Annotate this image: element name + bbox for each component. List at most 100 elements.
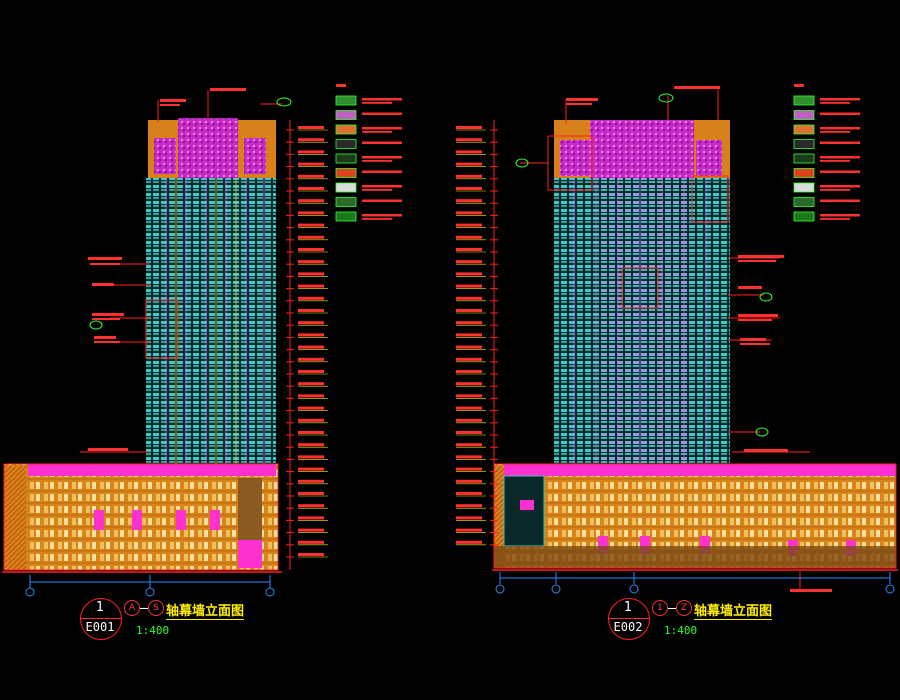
- legend-swatch: [335, 124, 357, 135]
- level-label-block: [298, 345, 324, 349]
- crown-corner-left: [560, 140, 590, 176]
- level-label-block: [298, 418, 324, 422]
- level-label-block: [298, 467, 324, 471]
- tower-curtain-wall-band: [600, 178, 690, 464]
- level-label-block: [456, 223, 482, 227]
- level-markers: [286, 126, 328, 558]
- legend-text-block: [820, 98, 860, 101]
- axis-from-bubble: A: [124, 600, 140, 616]
- sheet-code: E002: [613, 620, 643, 634]
- legend-swatch: [335, 197, 357, 207]
- level-label-block: [456, 370, 482, 373]
- level-label-block: [456, 272, 482, 276]
- axis-range-dash: [140, 608, 148, 609]
- legend-swatch: [793, 139, 815, 149]
- level-label-block: [298, 553, 324, 556]
- elevation-e002: [456, 84, 898, 594]
- level-label-block: [298, 370, 324, 373]
- view-scale: 1:400: [664, 624, 698, 637]
- view-title-block-e001: 1 E001 A S 轴幕墙立面图 1:400: [80, 598, 280, 648]
- tower-accent-bands: [175, 178, 237, 466]
- level-label-block: [298, 284, 324, 288]
- level-label-block: [298, 394, 324, 398]
- level-label-block: [456, 333, 482, 337]
- legend-text-block: [362, 131, 392, 133]
- podium-hatch: [4, 466, 26, 570]
- material-legend: [793, 84, 860, 222]
- level-label-block: [298, 211, 324, 215]
- legend-text-block: [820, 199, 860, 202]
- level-label-block: [298, 528, 324, 532]
- level-label-block: [456, 187, 482, 190]
- legend-swatch: [335, 95, 357, 106]
- annotation-text-blocks: [566, 86, 832, 592]
- level-label-block: [298, 333, 324, 337]
- level-label-block: [456, 235, 482, 239]
- legend-text-block: [820, 185, 860, 188]
- level-label-block: [298, 248, 324, 251]
- axis-range-dash: [668, 608, 676, 609]
- legend-swatch: [793, 211, 815, 222]
- legend-text-block: [820, 156, 860, 159]
- legend-text-block: [362, 189, 392, 191]
- material-legend: [335, 84, 402, 222]
- level-label-block: [298, 321, 324, 325]
- level-label-block: [298, 126, 324, 129]
- view-number: 1: [623, 600, 633, 615]
- level-label-block: [298, 406, 324, 410]
- level-label-block: [298, 357, 324, 361]
- tower-mullions: [165, 178, 265, 466]
- level-label-block: [456, 406, 482, 410]
- legend-text-block: [362, 156, 402, 159]
- level-label-block: [456, 492, 482, 495]
- level-label-block: [298, 431, 324, 434]
- legend-swatch: [335, 139, 357, 149]
- legend-text-block: [362, 185, 402, 188]
- grid-axis-bubbles: [495, 572, 895, 594]
- legend-text-block: [820, 131, 850, 133]
- legend-swatch: [793, 182, 815, 193]
- legend-text-block: [362, 141, 402, 144]
- legend-text-block: [820, 189, 850, 191]
- level-label-block: [456, 174, 482, 178]
- level-label-block: [298, 187, 324, 190]
- level-label-block: [298, 296, 324, 300]
- legend-text-block: [362, 218, 392, 220]
- view-number: 1: [95, 600, 105, 615]
- legend-text-block: [820, 170, 860, 173]
- level-label-block: [456, 467, 482, 471]
- level-label-block: [456, 296, 482, 300]
- legend-heading-block: [336, 84, 346, 87]
- crown-screen: [178, 118, 238, 178]
- legend-text-block: [820, 141, 860, 144]
- level-label-block: [456, 516, 482, 520]
- legend-text-block: [362, 102, 392, 104]
- legend-text-block: [362, 170, 402, 173]
- view-scale: 1:400: [136, 624, 170, 637]
- level-label-block: [298, 174, 324, 178]
- level-label-block: [456, 211, 482, 215]
- sheet-code: E001: [85, 620, 115, 634]
- crown-corner-right: [244, 138, 266, 174]
- legend-text-block: [820, 160, 850, 162]
- view-title: 轴幕墙立面图: [166, 600, 245, 620]
- legend-text-block: [362, 127, 402, 130]
- level-label-block: [456, 455, 482, 459]
- callout-tags: [89, 97, 292, 330]
- podium-hatch: [494, 466, 504, 568]
- tower-mullions: [573, 178, 707, 464]
- legend-swatch: [793, 153, 815, 164]
- podium-left-block: [503, 475, 545, 547]
- view-number-bubble: [608, 598, 650, 640]
- podium-top-band: [504, 464, 896, 476]
- level-label-block: [456, 540, 482, 544]
- level-label-block: [456, 150, 482, 154]
- legend-text-block: [362, 214, 402, 217]
- annotation-leaders: [80, 90, 282, 453]
- level-label-block: [456, 309, 482, 312]
- crown-corner-right: [696, 140, 722, 176]
- level-label-block: [456, 418, 482, 422]
- legend-text-block: [362, 112, 402, 115]
- level-label-block: [298, 162, 324, 166]
- level-label-block: [456, 504, 482, 508]
